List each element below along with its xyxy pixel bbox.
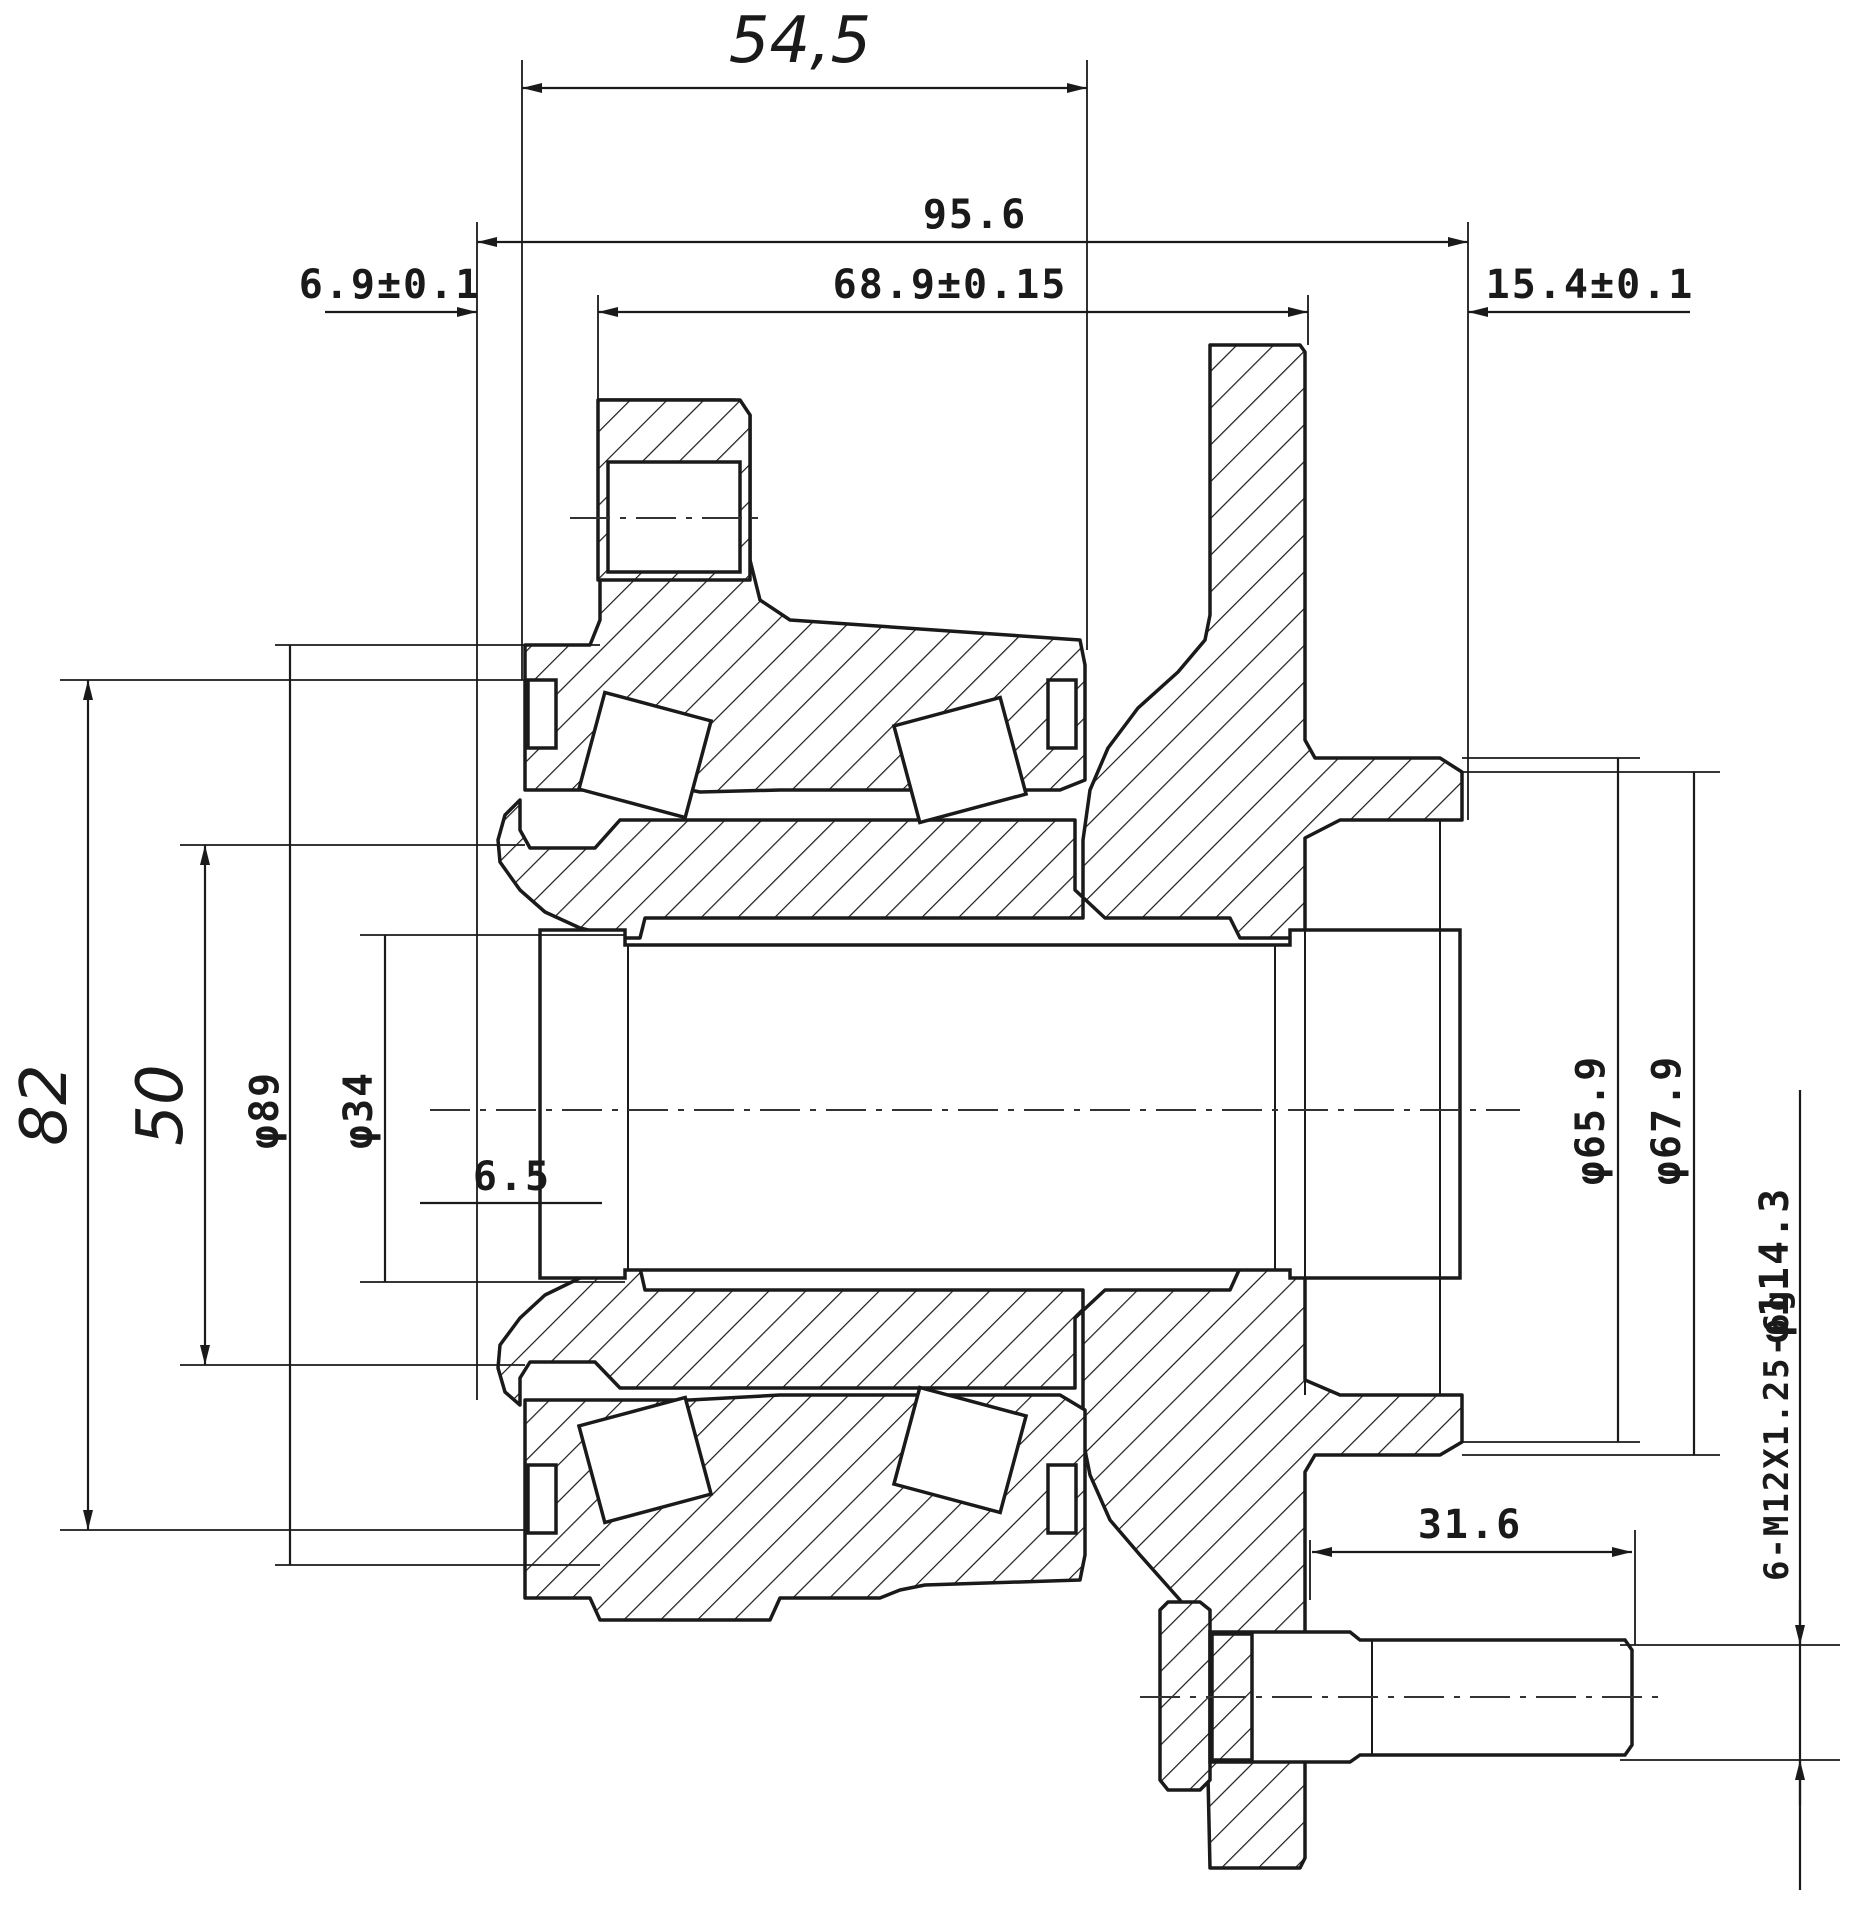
stud-head (1158, 1600, 1212, 1792)
dim-label-thread: 6-M12X1.25-6g (1757, 1289, 1797, 1581)
dimension-lines (83, 83, 1805, 1890)
dim-label-82: 82 (8, 1064, 82, 1145)
roller-lower-left (576, 1395, 714, 1525)
roller-lower-right (891, 1385, 1029, 1515)
dim-label-54-5: 54,5 (729, 4, 872, 78)
seal-right-upper (1046, 678, 1078, 750)
seal-left-upper (526, 678, 558, 750)
dim-label-phi34: φ34 (336, 1071, 382, 1149)
dim-label-68-9: 68.9±0.15 (833, 262, 1068, 308)
dim-label-6-5: 6.5 (473, 1154, 551, 1200)
roller-upper-right (891, 695, 1029, 825)
dim-label-phi65-9: φ65.9 (1568, 1055, 1614, 1185)
inner-bore (538, 928, 1462, 1280)
bearing-lower (526, 1385, 1078, 1535)
seal-left-lower (526, 1463, 558, 1535)
dim-label-95-6: 95.6 (923, 192, 1027, 238)
bearing-upper (526, 678, 1078, 825)
dim-label-phi114-3: φ114.3 (1752, 1187, 1798, 1344)
hub-flange-upper (496, 343, 1464, 940)
roller-upper-left (576, 690, 714, 820)
dim-label-15-4: 15.4±0.1 (1486, 262, 1695, 308)
dim-label-31-6: 31.6 (1418, 1502, 1522, 1548)
dim-label-50: 50 (124, 1064, 198, 1145)
dim-label-6-9: 6.9±0.1 (299, 262, 482, 308)
dim-label-phi89: φ89 (242, 1071, 288, 1149)
seal-right-lower (1046, 1463, 1078, 1535)
dim-label-phi67-9: φ67.9 (1644, 1055, 1690, 1185)
